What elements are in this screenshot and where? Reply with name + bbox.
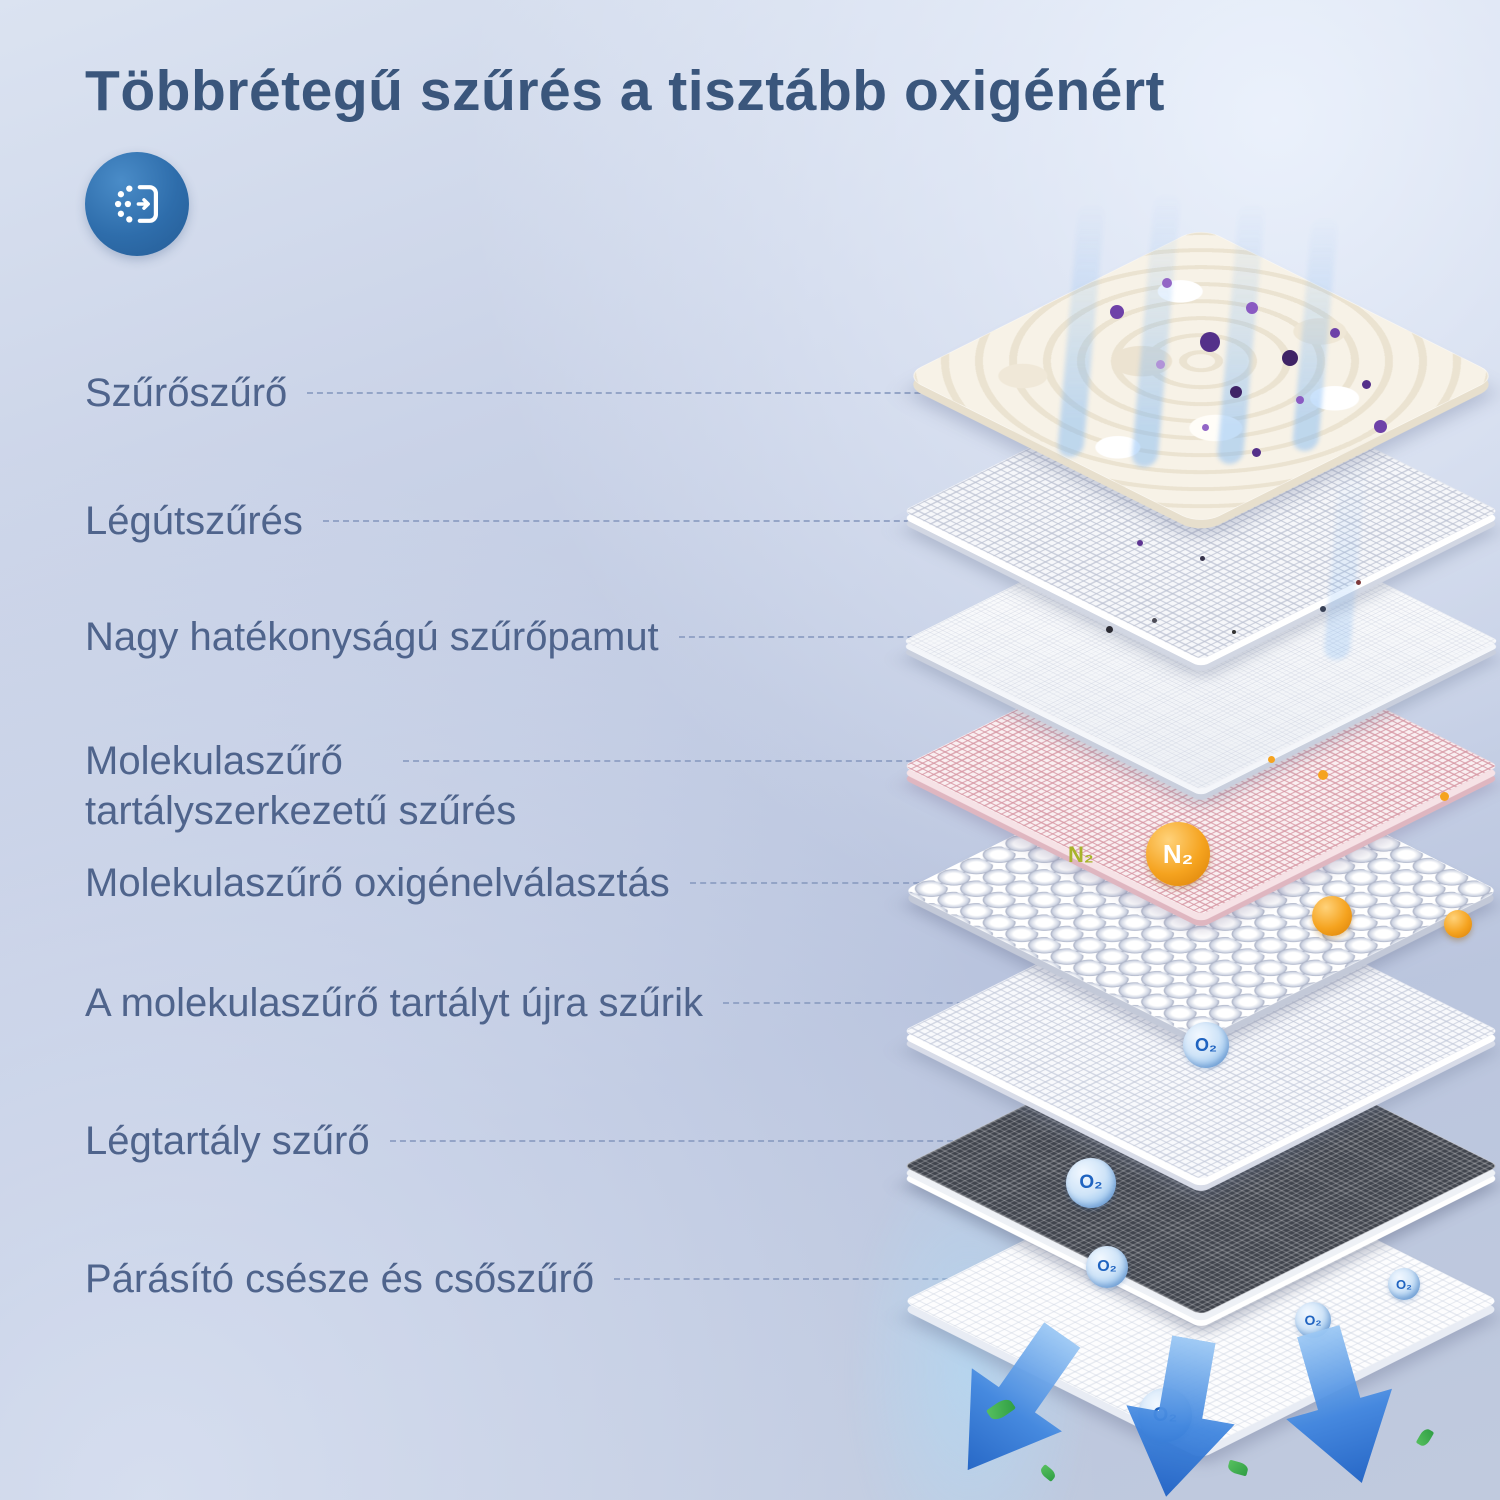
filter-label: Légútszűrés (85, 499, 303, 543)
n2-ball: N₂ (1146, 822, 1210, 886)
dust-particle (1252, 448, 1261, 457)
leader-line (389, 1140, 973, 1142)
filter-label-row: Molekulaszűrő oxigénelválasztás (85, 858, 970, 908)
n2-ball (1312, 896, 1352, 936)
leaf-icon (1226, 1459, 1250, 1477)
dust-particle (1156, 360, 1165, 369)
n2-particle (1440, 792, 1449, 801)
o2-bubble: O₂ (1388, 1268, 1420, 1300)
filter-label-row: Légútszűrés (85, 496, 1030, 546)
filter-label-row: Nagy hatékonyságú szűrőpamut (85, 612, 973, 662)
filter-label-row: Molekulaszűrő tartályszerkezetű szűrés (85, 736, 1033, 836)
filter-label: Molekulaszűrő oxigénelválasztás (85, 861, 670, 905)
dust-particle (1330, 328, 1340, 338)
dust-particle (1246, 302, 1258, 314)
leader-line (322, 520, 1030, 522)
leader-line (723, 1002, 973, 1004)
filter-label: Szűrőszűrő (85, 371, 288, 415)
filter-label-row: Párásító csésze és csőszűrő (85, 1254, 998, 1304)
filter-label: Molekulaszűrő tartályszerkezetű szűrés (85, 739, 517, 833)
dust-particle (1200, 332, 1220, 352)
leader-line (614, 1278, 998, 1280)
dust-particle (1162, 278, 1172, 288)
filter-air-icon (85, 152, 189, 256)
dust-speck (1200, 556, 1205, 561)
dust-speck (1152, 618, 1157, 623)
page-title: Többrétegű szűrés a tisztább oxigénért (85, 59, 1166, 123)
filter-layer-stack: N₂ N₂ O₂ O₂ O₂ O₂ O₂ O₂ (830, 192, 1500, 1500)
n2-particle (1268, 756, 1275, 763)
filter-label: Légtartály szűrő (85, 1119, 370, 1163)
dust-particle (1110, 305, 1124, 319)
n2-label: N₂ (1068, 842, 1094, 867)
o2-bubble: O₂ (1066, 1158, 1116, 1208)
dust-particle (1296, 396, 1304, 404)
filter-label-row: Légtartály szűrő (85, 1116, 973, 1166)
filter-label: Nagy hatékonyságú szűrőpamut (85, 615, 659, 659)
o2-bubble: O₂ (1295, 1302, 1331, 1338)
dust-particle (1202, 424, 1209, 431)
leaf-icon (1415, 1426, 1435, 1449)
dust-particle (1230, 386, 1242, 398)
leader-line (307, 392, 1030, 394)
leader-line (403, 760, 1033, 762)
dust-particle (1374, 420, 1387, 433)
n2-ball (1444, 910, 1472, 938)
dust-speck (1137, 540, 1143, 546)
filter-label: Párásító csésze és csőszűrő (85, 1257, 595, 1301)
o2-bubble: O₂ (1086, 1246, 1128, 1288)
dust-speck (1356, 580, 1361, 585)
o2-bubble: O₂ (1183, 1022, 1229, 1068)
filter-label: A molekulaszűrő tartályt újra szűrik (85, 981, 704, 1025)
leader-line (678, 636, 973, 638)
filter-label-row: A molekulaszűrő tartályt újra szűrik (85, 978, 973, 1028)
dust-particle (1362, 380, 1371, 389)
filter-label-row: Szűrőszűrő (85, 368, 1030, 418)
leader-line (689, 882, 970, 884)
filter-air-icon-glyph (114, 185, 158, 223)
dust-speck (1106, 626, 1113, 633)
dust-particle (1282, 350, 1298, 366)
dust-speck (1232, 630, 1236, 634)
n2-particle (1318, 770, 1328, 780)
dust-speck (1320, 606, 1326, 612)
